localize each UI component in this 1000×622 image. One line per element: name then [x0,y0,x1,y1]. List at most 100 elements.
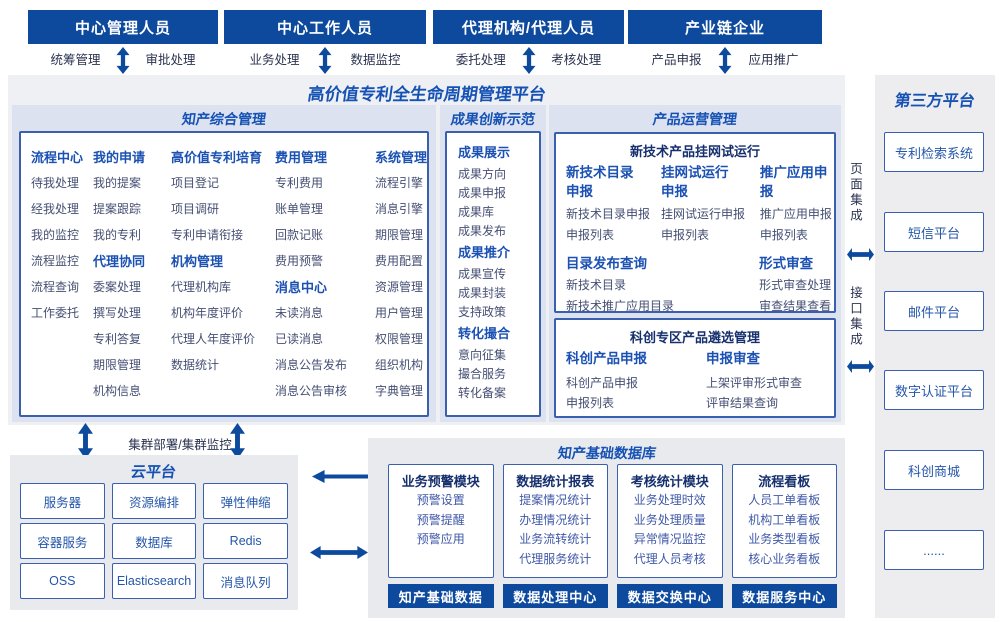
online-trial-group-label: 推广应用申报 [759,165,828,199]
module-item-label: 机构信息 [93,383,142,398]
sci-zone-group-label: 申报审查 [706,351,760,366]
data-module-item-label: 机构工单看板 [748,512,821,527]
data-center-bar: 知产基础数据 [388,584,494,608]
data-module-box: 数据统计报表提案情况统计办理情况统计业务流转统计代理服务统计 [502,464,608,578]
vertical-double-arrow-icon [522,47,535,74]
achievement-groups: 成果展示成果方向成果申报成果库成果发布成果推介成果宣传成果封装支持政策转化撮合意… [447,133,539,403]
third-party-box: ...... [884,530,984,570]
module-item-label: 费用配置 [375,253,424,268]
online-trial-group-label: 形式审查 [759,256,814,271]
cloud-service-box: Redis [203,523,288,559]
data-module: 考核统计模块业务处理时效业务处理质量异常情况监控代理人员考核数据交换中心 [617,464,723,608]
data-module-item-label: 人员工单看板 [748,493,821,507]
data-module-title: 数据统计报表 [516,474,595,489]
module-item-label: 专利费用 [275,175,324,190]
vertical-double-arrow-icon [230,423,245,459]
ip-column: 高价值专利培育项目登记项目调研专利申请衔接机构管理代理机构库机构年度评价代理人年… [171,143,275,403]
module-group-label: 系统管理 [375,149,428,165]
module-item-label: 消息公告审核 [275,383,348,398]
group-title-slot: 新技术目录申报 [566,163,661,204]
online-trial-group: 形式审查形式审查处理审查结果查看 [759,254,834,338]
horizontal-double-arrow-icon [847,360,874,373]
module-item-label: 资源管理 [375,279,424,294]
left-arrow-icon [312,470,368,483]
module-item-label: 权限管理 [375,331,424,346]
cloud-service-box: OSS [20,563,105,599]
module-group-label: 我的申请 [93,149,146,165]
sci-zone-group: 申报审查上架评审形式审查评审结果查询 [706,349,828,413]
actor-right-label: 审批处理 [145,52,196,67]
section-ip-management: 知产综合管理 流程中心待我处理经我处理我的监控流程监控流程查询工作委托我的申请我… [12,105,436,422]
third-party-panel: 第三方平台 专利检索系统短信平台邮件平台数字认证平台科创商城...... [875,75,995,618]
review-item-label: 审查结果查看 [759,299,832,313]
third-party-box: 专利检索系统 [884,132,984,172]
module-item-label: 撰写处理 [93,305,142,320]
ip-column: 费用管理专利费用账单管理回款记账费用预警消息中心未读消息已读消息消息公告发布消息… [275,143,375,403]
data-center-bar: 数据服务中心 [731,584,837,608]
data-module-item-label: 核心业务看板 [748,551,821,566]
ip-management-box: 流程中心待我处理经我处理我的监控流程监控流程查询工作委托我的申请我的提案提案跟踪… [19,131,429,417]
cloud-service-box: Elasticsearch [111,563,197,599]
module-item-label: 组织机构 [375,357,424,372]
vertical-double-arrow-icon [78,423,93,459]
actor-group: 中心工作人员业务处理数据监控 [224,10,426,80]
actor-group: 产业链企业产品申报应用推广 [628,10,822,80]
module-item-label: 消息公告发布 [275,357,348,372]
achievement-item-label: 支持政策 [458,305,507,319]
ip-database-modules: 业务预警模块预警设置预警提醒预警应用知产基础数据数据统计报表提案情况统计办理情况… [388,464,837,608]
online-trial-group: 挂网试运行申报挂网试运行申报申报列表 [661,163,760,246]
ip-management-columns: 流程中心待我处理经我处理我的监控流程监控流程查询工作委托我的申请我的提案提案跟踪… [21,133,427,403]
module-group-label: 机构管理 [171,253,224,269]
data-module-item-label: 提案情况统计 [519,493,592,507]
online-trial-item-label: 挂网试运行申报 [661,207,746,221]
module-item-label: 提案跟踪 [93,201,142,216]
module-item-label: 用户管理 [375,305,424,320]
data-module-title: 业务预警模块 [401,474,480,489]
sci-zone-row: 科创产品申报科创产品申报申报列表申报审查上架评审形式审查评审结果查询 [556,347,834,413]
module-item-label: 流程监控 [31,253,80,268]
achievement-group-label: 成果展示 [458,145,511,160]
actor-group: 代理机构/代理人员委托处理考核处理 [433,10,624,80]
module-item-label: 已读消息 [275,331,324,346]
platform-panel: 高价值专利全生命周期管理平台 知产综合管理 流程中心待我处理经我处理我的监控流程… [8,75,845,425]
sci-zone-title: 科创专区产品遴选管理 [629,330,760,345]
actor-group: 中心管理人员统筹管理审批处理 [28,10,218,80]
module-item-label: 项目调研 [171,201,220,216]
cloud-service-box: 数据库 [111,523,197,559]
online-trial-row1: 新技术目录申报新技术目录申报申报列表挂网试运行申报挂网试运行申报申报列表推广应用… [556,161,834,246]
achievement-group-label: 成果推介 [458,245,511,260]
cloud-title: 云平台 [130,464,178,481]
data-module-item-label: 业务类型看板 [748,532,821,546]
module-group-label: 费用管理 [275,149,328,165]
data-module-item-label: 预警设置 [416,493,465,507]
actor-right-label: 考核处理 [551,52,602,67]
online-trial-group: 推广应用申报推广应用申报申报列表 [760,163,834,246]
actor-label-row: 业务处理数据监控 [224,49,426,67]
online-trial-group-label: 新技术目录申报 [566,165,634,199]
section-title-ip-management: 知产综合管理 [180,111,268,127]
sci-zone-item-label: 申报列表 [566,396,615,410]
section-title-product-ops: 产品运营管理 [651,111,739,127]
achievement-item-label: 成果方向 [458,167,507,181]
achievement-item-label: 撮合服务 [458,367,507,381]
module-item-label: 流程查询 [31,279,80,294]
actor-label-row: 产品申报应用推广 [628,49,822,67]
cloud-service-box: 容器服务 [20,523,105,559]
cloud-service-box: 消息队列 [203,563,288,599]
data-module-item-label: 预警提醒 [416,512,465,527]
section-product-ops: 产品运营管理 新技术产品挂网试运行 新技术目录申报新技术目录申报申报列表挂网试运… [549,105,841,422]
module-item-label: 流程引擎 [375,175,424,190]
achievement-item-label: 转化备案 [458,386,507,400]
catalog-item-label: 新技术目录 [566,278,627,292]
module-item-label: 回款记账 [275,227,324,242]
horizontal-double-arrow-icon [847,248,874,261]
module-item-label: 专利答复 [93,331,142,346]
module-item-label: 账单管理 [275,201,324,216]
sci-zone-item-label: 科创产品申报 [566,376,639,390]
cloud-service-box: 服务器 [20,483,105,519]
platform-title: 高价值专利全生命周期管理平台 [305,85,547,104]
module-item-label: 费用预警 [275,253,324,268]
online-trial-group-label: 挂网试运行申报 [661,165,729,199]
